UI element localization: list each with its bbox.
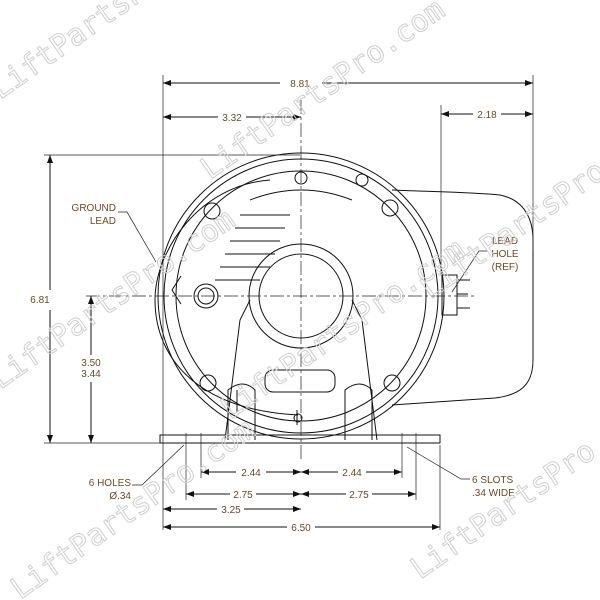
holes-label-2: Ø.34 bbox=[109, 491, 131, 502]
lead-hole-label-1: LEAD bbox=[492, 236, 518, 247]
holes-leader bbox=[132, 444, 185, 486]
slots-label-2: .34 WIDE bbox=[472, 488, 515, 499]
lead-hole-label-2: HOLE bbox=[491, 249, 519, 260]
ground-lead-label-2: LEAD bbox=[90, 216, 116, 227]
dim-inner-spacing-right: 2.44 bbox=[342, 468, 362, 479]
dim-shaft-to-face: 3.32 bbox=[222, 113, 242, 124]
svg-text:LiftPartsPro.com: LiftPartsPro.com bbox=[215, 232, 472, 426]
svg-text:LiftPartsPro.com: LiftPartsPro.com bbox=[405, 392, 600, 586]
svg-text:LiftPartsPro.com: LiftPartsPro.com bbox=[0, 0, 241, 107]
dim-outer-spacing-right: 2.75 bbox=[349, 490, 369, 501]
ground-lead-label-1: GROUND bbox=[72, 203, 116, 214]
dim-rear-extension: 2.18 bbox=[477, 110, 497, 121]
dim-overall-length: 8.81 bbox=[290, 79, 310, 90]
holes-label-1: 6 HOLES bbox=[89, 478, 132, 489]
motor-end-view bbox=[154, 152, 470, 445]
dim-inner-spacing-left: 2.44 bbox=[241, 468, 261, 479]
svg-text:LiftPartsPro.com: LiftPartsPro.com bbox=[415, 112, 600, 306]
slots-leader bbox=[406, 446, 470, 480]
dim-base-width: 6.50 bbox=[291, 523, 311, 534]
lead-hole-leader bbox=[451, 250, 488, 293]
ground-lead-leader bbox=[118, 211, 157, 263]
rear-housing bbox=[391, 189, 534, 406]
svg-text:LiftPartsPro.com: LiftPartsPro.com bbox=[195, 0, 452, 187]
dim-overall-height: 6.81 bbox=[30, 295, 50, 306]
dim-shaft-height-max: 3.50 bbox=[81, 358, 101, 369]
dimension-lines bbox=[47, 80, 533, 530]
dim-half-base-width: 3.25 bbox=[221, 505, 241, 516]
slots-label-1: 6 SLOTS bbox=[472, 475, 513, 486]
lead-hole-label-3: (REF) bbox=[492, 262, 519, 273]
dim-shaft-height-min: 3.44 bbox=[81, 369, 101, 380]
dim-outer-spacing-left: 2.75 bbox=[233, 490, 253, 501]
